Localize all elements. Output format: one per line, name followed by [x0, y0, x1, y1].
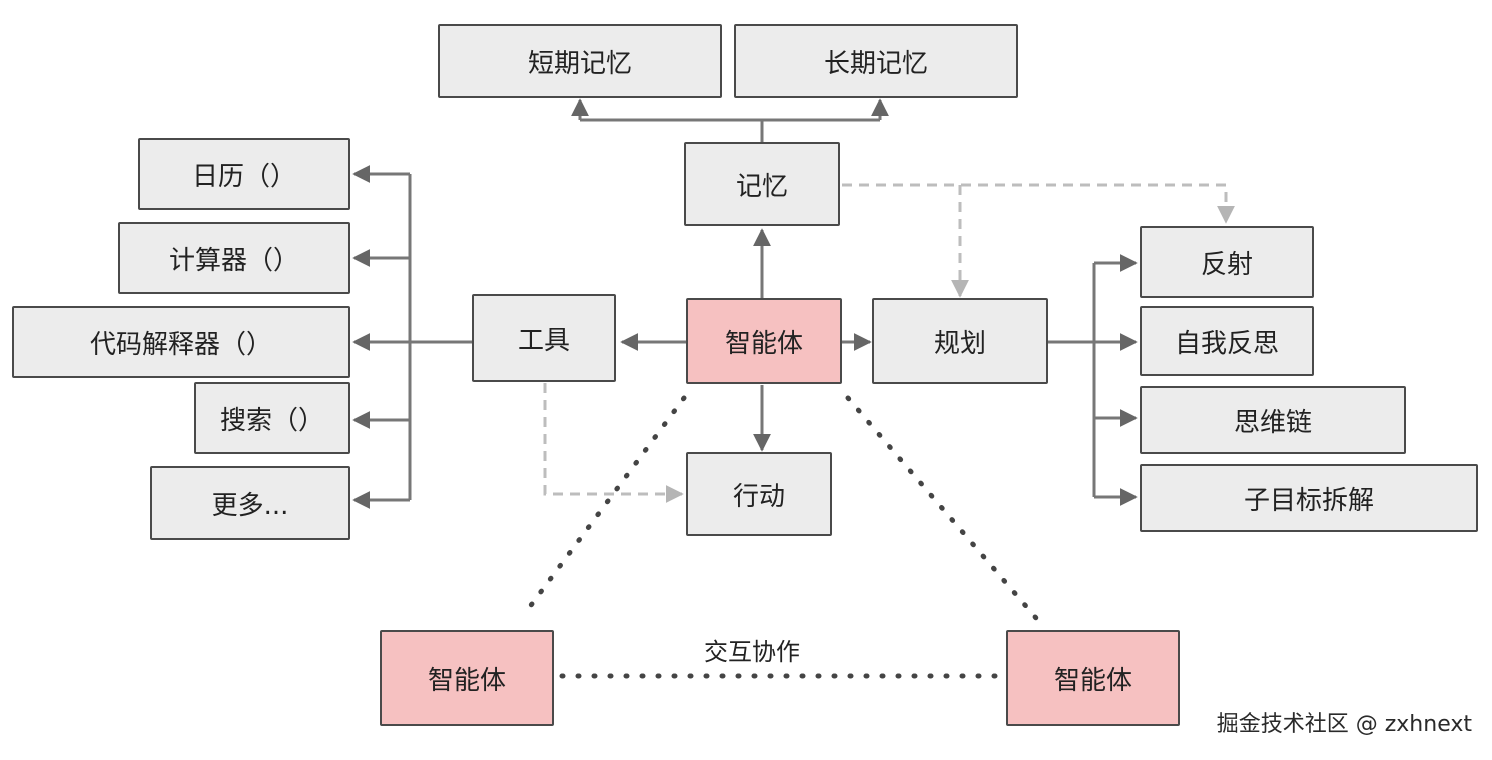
more-node: 更多... [150, 466, 350, 540]
short-term-memory-node: 短期记忆 [438, 24, 722, 98]
planning-connectors [1047, 254, 1138, 506]
tools-connectors [352, 165, 472, 509]
calendar-node: 日历（） [138, 138, 350, 210]
search-node: 搜索（） [194, 382, 350, 454]
code-interpreter-node: 代码解释器（） [12, 306, 350, 378]
memory-split-connector [571, 98, 889, 142]
reflection-node: 反射 [1140, 226, 1314, 298]
self-reflection-node: 自我反思 [1140, 306, 1314, 376]
chain-of-thought-node: 思维链 [1140, 386, 1406, 454]
agent-connectors [620, 228, 872, 452]
tools-node: 工具 [472, 294, 616, 382]
dashed-connectors [543, 183, 1235, 503]
memory-node: 记忆 [684, 142, 840, 226]
action-node: 行动 [686, 452, 832, 536]
planning-node: 规划 [872, 298, 1048, 384]
interaction-label: 交互协作 [704, 638, 800, 666]
calculator-node: 计算器（） [118, 222, 350, 294]
subgoal-decomposition-node: 子目标拆解 [1140, 464, 1478, 532]
agent-right-node: 智能体 [1006, 630, 1180, 726]
interaction-dotted-lines [523, 395, 1039, 679]
agent-main-node: 智能体 [686, 298, 842, 384]
agent-left-node: 智能体 [380, 630, 554, 726]
long-term-memory-node: 长期记忆 [734, 24, 1018, 98]
watermark: 掘金技术社区 @ zxhnext [1216, 712, 1472, 737]
